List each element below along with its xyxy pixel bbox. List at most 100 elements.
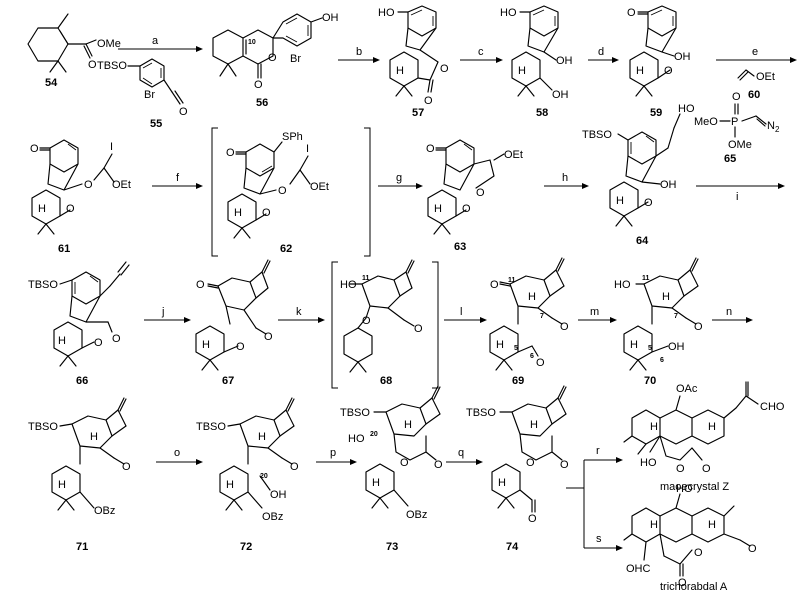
label-70: 70: [644, 375, 656, 387]
label-65: 65: [724, 153, 736, 165]
arrow-step-m: m: [578, 306, 617, 323]
arrow-step-a: a: [118, 35, 203, 52]
atom-o-ring: O: [676, 463, 685, 475]
atom-o: O: [426, 143, 435, 155]
atom-h: H: [616, 195, 624, 207]
atom-oet: OEt: [504, 149, 523, 161]
atom-oh: OH: [660, 179, 677, 191]
step-label-c: c: [478, 46, 484, 58]
atom-oh: OH: [674, 51, 691, 63]
atom-tbso: TBSO: [28, 279, 58, 291]
atom-h: H: [226, 479, 234, 491]
atom-n2: N2: [767, 120, 780, 134]
step-label-h: h: [562, 172, 568, 184]
label-68: 68: [380, 375, 392, 387]
atom-ohc: OHC: [626, 563, 651, 575]
compound-71: TBSO O OBz H H 71: [28, 397, 131, 553]
product-name-trichorabdal-a: trichorabdal A: [660, 581, 728, 593]
compound-70: HO 11 7 O 5 6 OH H H 70: [614, 257, 703, 387]
atom-oet: OEt: [310, 181, 329, 193]
atom-o-ring: O: [694, 547, 703, 559]
label-73: 73: [386, 541, 398, 553]
label-61: 61: [58, 243, 70, 255]
atom-o: O: [122, 461, 131, 473]
step-label-i: i: [736, 191, 738, 203]
atom-h: H: [498, 477, 506, 489]
atom-o-aldehyde: O: [536, 357, 545, 369]
step-label-e: e: [752, 46, 758, 58]
atom-o-ring: O: [236, 341, 245, 353]
compound-72: TBSO 20 O OH OBz H H 72: [196, 397, 299, 553]
compound-74: TBSO O O O H H 74: [466, 385, 569, 553]
atom-o-carbonyl: O: [702, 463, 711, 475]
label-58: 58: [536, 107, 548, 119]
atom-o-carbonyl: O: [264, 331, 273, 343]
arrow-step-l: l: [444, 306, 487, 323]
atom-o: O: [732, 91, 741, 103]
atom-o-carbonyl: O: [414, 323, 423, 335]
atom-sph: SPh: [282, 131, 303, 143]
label-63: 63: [454, 241, 466, 253]
label-72: 72: [240, 541, 252, 553]
atom-h-2: H: [708, 519, 716, 531]
atom-h: H: [636, 65, 644, 77]
arrow-step-i: i: [696, 183, 785, 203]
atom-tbso: TBSO: [196, 421, 226, 433]
atom-h: H: [518, 65, 526, 77]
atom-o-carbonyl: O: [678, 577, 687, 589]
compound-63: O O OEt O H 63: [426, 139, 523, 253]
step-label-f: f: [176, 172, 180, 184]
label-54: 54: [45, 77, 58, 89]
position-label-11: 11: [642, 275, 650, 282]
atom-i: I: [306, 143, 309, 155]
position-label-6: 6: [530, 353, 534, 360]
atom-tbso: TBSO: [97, 60, 127, 72]
atom-o: O: [627, 7, 636, 19]
label-56: 56: [256, 97, 268, 109]
arrow-step-s: s: [584, 533, 623, 551]
atom-oet: OEt: [112, 179, 131, 191]
atom-o-ring: O: [362, 315, 371, 327]
arrow-step-r: r: [566, 445, 623, 548]
step-label-m: m: [590, 306, 599, 318]
atom-o-ketone: O: [560, 321, 569, 333]
atom-o-ketone: O: [748, 543, 757, 555]
step-label-r: r: [596, 445, 600, 457]
arrow-step-e: e OEt 60: [716, 46, 797, 101]
atom-i: I: [110, 141, 113, 153]
atom-ho: HO: [348, 433, 365, 445]
atom-h: H: [434, 203, 442, 215]
label-67: 67: [222, 375, 234, 387]
atom-oh: OH: [668, 341, 685, 353]
arrow-step-p: p: [316, 447, 357, 465]
atom-h-2: H: [528, 291, 536, 303]
position-label-10: 10: [248, 39, 256, 46]
atom-o: O: [88, 59, 97, 71]
label-69: 69: [512, 375, 524, 387]
atom-o: O: [30, 143, 39, 155]
arrow-step-b: b: [338, 46, 380, 63]
label-62: 62: [280, 243, 292, 255]
atom-h: H: [496, 339, 504, 351]
atom-o-ring-2: O: [462, 203, 471, 215]
atom-o-ring: O: [664, 65, 673, 77]
atom-o-ring: O: [644, 197, 653, 209]
atom-o-ring: O: [526, 457, 535, 469]
compound-58: HO OH OH H 58: [500, 5, 573, 119]
atom-o-ring: O: [400, 457, 409, 469]
label-57: 57: [412, 107, 424, 119]
arrow-step-j: j: [144, 306, 191, 323]
atom-o-carbonyl: O: [560, 459, 569, 471]
atom-h: H: [650, 519, 658, 531]
step-label-n: n: [726, 306, 732, 318]
atom-o-ketone: O: [694, 321, 703, 333]
atom-o: O: [440, 63, 449, 75]
compound-73: TBSO HO 20 O O OBz H H 73: [340, 385, 443, 553]
atom-h: H: [396, 65, 404, 77]
atom-h: H: [202, 339, 210, 351]
step-label-a: a: [152, 35, 159, 47]
product-maoecrystal-z: OAc CHO HO O O H H maoecrystal Z: [623, 381, 785, 493]
arrow-step-h: h: [544, 172, 589, 189]
atom-o: O: [196, 279, 205, 291]
